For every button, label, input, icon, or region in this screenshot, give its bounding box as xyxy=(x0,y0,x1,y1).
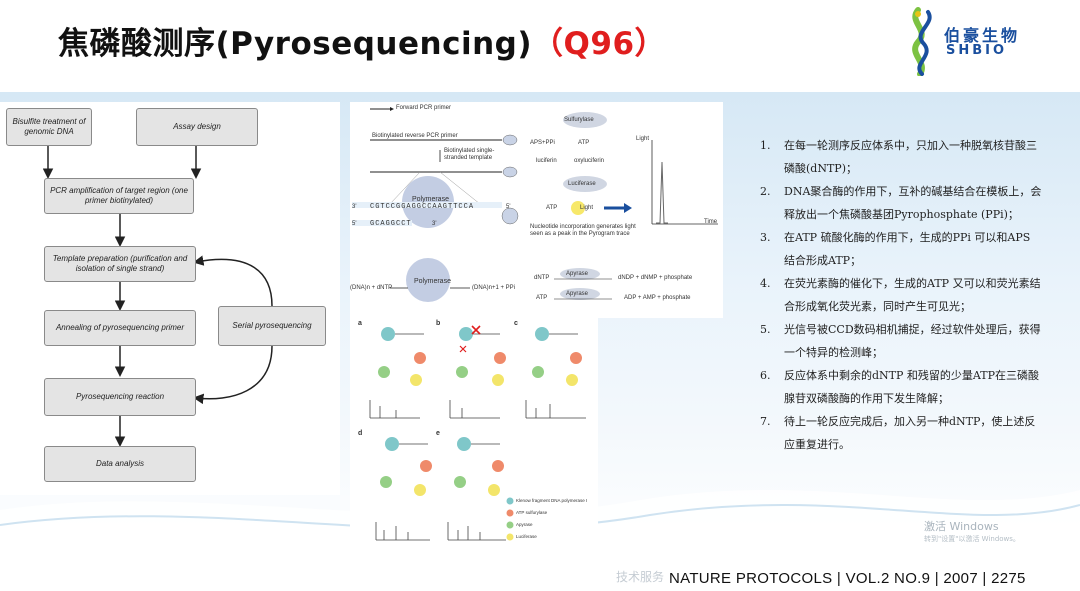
apyrase-output-1: dNDP + dNMP + phosphate xyxy=(618,275,693,281)
panel-c-label: c xyxy=(514,320,518,327)
methodology-flowchart: Bisulfite treatment of genomic DNA Assay… xyxy=(0,102,340,495)
step-text: 在每一轮测序反应体系中，只加入一种脱氧核苷酸三磷酸(dNTP)； xyxy=(784,139,1037,175)
footer-faded-text: 技术服务 xyxy=(616,570,665,584)
step-number: 3. xyxy=(760,231,771,244)
step-number: 7. xyxy=(760,415,771,428)
apyrase-output-2: ADP + AMP + phosphate xyxy=(624,295,691,301)
step-item: 3. 在ATP 硫酸化酶的作用下，生成的PPi 可以和APS 结合形成ATP； xyxy=(760,226,1042,272)
seq-bottom-3-end: 3' xyxy=(432,221,437,227)
flowchart-arrows xyxy=(42,146,273,447)
panel-e-label: e xyxy=(436,430,440,437)
atp-label-3: ATP xyxy=(536,295,548,301)
legend-swatches xyxy=(506,497,514,541)
step-text: DNA聚合酶的作用下，互补的碱基结合在模板上，会释放出一个焦磷酸基团Pyroph… xyxy=(784,185,1042,221)
title-question-number: （Q96） xyxy=(532,26,667,62)
step-number: 6. xyxy=(760,369,771,382)
step-item: 5. 光信号被CCD数码相机捕捉，经过软件处理后，获得一个特异的检测峰； xyxy=(760,318,1042,364)
seq-top-5-end: 5' xyxy=(506,204,511,210)
step-item: 2. DNA聚合酶的作用下，互补的碱基结合在模板上，会释放出一个焦磷酸基团Pyro… xyxy=(760,180,1042,226)
forward-primer-label: Forward PCR primer xyxy=(396,105,452,111)
light-axis-label: Light xyxy=(636,136,650,142)
panel-d-label: d xyxy=(358,430,363,437)
flow-box-annealing: Annealing of pyrosequencing primer xyxy=(44,310,196,346)
step-number: 1. xyxy=(760,139,771,152)
legend-sulfurylase: ATP sulfurylase xyxy=(516,510,548,515)
legend-luciferase: Luciferase xyxy=(516,534,537,539)
step-item: 6. 反应体系中剩余的dNTP 和残留的少量ATP在三磷酸腺苷双磷酸酶的作用下发生… xyxy=(760,364,1042,410)
flow-box-pcr: PCR amplification of target region (one … xyxy=(44,178,194,214)
panel-b-drawing xyxy=(449,325,506,419)
step-text: 反应体系中剩余的dNTP 和残留的少量ATP在三磷酸腺苷双磷酸酶的作用下发生降解… xyxy=(784,369,1039,405)
luciferin-label: luciferin xyxy=(536,158,557,164)
panel-c-drawing xyxy=(525,327,586,419)
flow-box-bisulfite: Bisulfite treatment of genomic DNA xyxy=(6,108,92,146)
step-item: 7. 待上一轮反应完成后，加入另一种dNTP，使上述反应重复进行。 xyxy=(760,410,1042,456)
sequence-top: CGTCCGGAGGCCAAGTTCCA xyxy=(370,203,475,211)
oxyluciferin-label: oxyluciferin xyxy=(574,158,605,164)
sequence-bottom: GCAGGCCT xyxy=(370,220,412,228)
slide-title: 焦磷酸测序(Pyrosequencing)（Q96） xyxy=(58,18,666,63)
step-number: 4. xyxy=(760,277,771,290)
pyrogram-caption: Nucleotide incorporation generates light… xyxy=(530,224,636,238)
slide-header: 焦磷酸测序(Pyrosequencing)（Q96） 伯豪生物 SHBIO xyxy=(0,0,1080,92)
flow-box-serial-pyrosequencing: Serial pyrosequencing xyxy=(218,306,326,346)
legend-apyrase: Apyrase xyxy=(516,522,533,527)
flow-box-reaction: Pyrosequencing reaction xyxy=(44,378,196,416)
pyrosequencing-mechanism-diagram: Forward PCR primer Biotinylated reverse … xyxy=(350,102,723,318)
apyrase-label-1: Apyrase xyxy=(566,271,589,277)
atp-label-2: ATP xyxy=(546,205,558,211)
single-strand-label: Biotinylated single-stranded template xyxy=(444,148,495,162)
luciferase-label: Luciferase xyxy=(568,181,596,187)
reaction-panels-drawing xyxy=(369,325,586,541)
polymerase-label-2: Polymerase xyxy=(414,278,451,285)
seq-top-3-end: 3' xyxy=(352,204,357,210)
flow-box-data-analysis: Data analysis xyxy=(44,446,196,482)
windows-activation-watermark: 激活 Windows xyxy=(924,520,999,533)
light-label: Light xyxy=(580,205,594,211)
step-text: 在荧光素酶的催化下，生成的ATP 又可以和荧光素结合形成氧化荧光素，同时产生可见… xyxy=(784,277,1041,313)
logo-english-text: SHBIO xyxy=(946,43,1008,58)
sulfurylase-label: Sulfurylase xyxy=(564,117,594,123)
reaction-right: (DNA)n+1 + PPi xyxy=(472,285,516,291)
flow-box-assay-design: Assay design xyxy=(136,108,258,146)
panel-a-drawing xyxy=(369,327,426,419)
windows-activation-hint: 转到"设置"以激活 Windows。 xyxy=(924,535,1020,543)
aps-ppi-label: APS+PPi xyxy=(530,140,555,146)
journal-citation: NATURE PROTOCOLS | VOL.2 NO.9 | 2007 | 2… xyxy=(669,570,1026,587)
polymerase-label: Polymerase xyxy=(412,196,449,203)
panel-a-label: a xyxy=(358,320,362,327)
flow-box-template-prep: Template preparation (purification and i… xyxy=(44,246,196,282)
logo-chinese-text: 伯豪生物 xyxy=(944,26,1021,45)
step-text: 在ATP 硫酸化酶的作用下，生成的PPi 可以和APS 结合形成ATP； xyxy=(784,231,1031,267)
time-axis-label: Time xyxy=(704,219,718,225)
seq-bottom-5-end: 5' xyxy=(352,221,357,227)
legend-polymerase: Klenow fragment DNA polymerase I xyxy=(516,498,588,503)
shbio-logo-icon xyxy=(912,7,932,76)
step-number: 5. xyxy=(760,323,771,336)
step-item: 1. 在每一轮测序反应体系中，只加入一种脱氧核苷酸三磷酸(dNTP)； xyxy=(760,134,1042,180)
panel-d-drawing xyxy=(375,437,432,541)
step-number: 2. xyxy=(760,185,771,198)
panel-b-label: b xyxy=(436,320,441,327)
process-steps-list: 1. 在每一轮测序反应体系中，只加入一种脱氧核苷酸三磷酸(dNTP)； 2. DNA… xyxy=(760,134,1042,456)
atp-label: ATP xyxy=(578,140,590,146)
reaction-left: (DNA)n + dNTP xyxy=(350,285,393,291)
step-text: 待上一轮反应完成后，加入另一种dNTP，使上述反应重复进行。 xyxy=(784,415,1036,451)
apyrase-label-2: Apyrase xyxy=(566,291,589,297)
reverse-primer-label: Biotinylated reverse PCR primer xyxy=(372,133,458,139)
panel-e-drawing xyxy=(447,437,506,541)
title-main: 焦磷酸测序(Pyrosequencing) xyxy=(58,26,533,62)
reaction-panels-diagram: a b c d e Klenow fragment DNA polymerase… xyxy=(350,318,598,550)
step-item: 4. 在荧光素酶的催化下，生成的ATP 又可以和荧光素结合形成氧化荧光素，同时产生… xyxy=(760,272,1042,318)
mechanism-drawing xyxy=(352,107,718,302)
dntp-label: dNTP xyxy=(534,275,550,281)
step-text: 光信号被CCD数码相机捕捉，经过软件处理后，获得一个特异的检测峰； xyxy=(784,323,1041,359)
